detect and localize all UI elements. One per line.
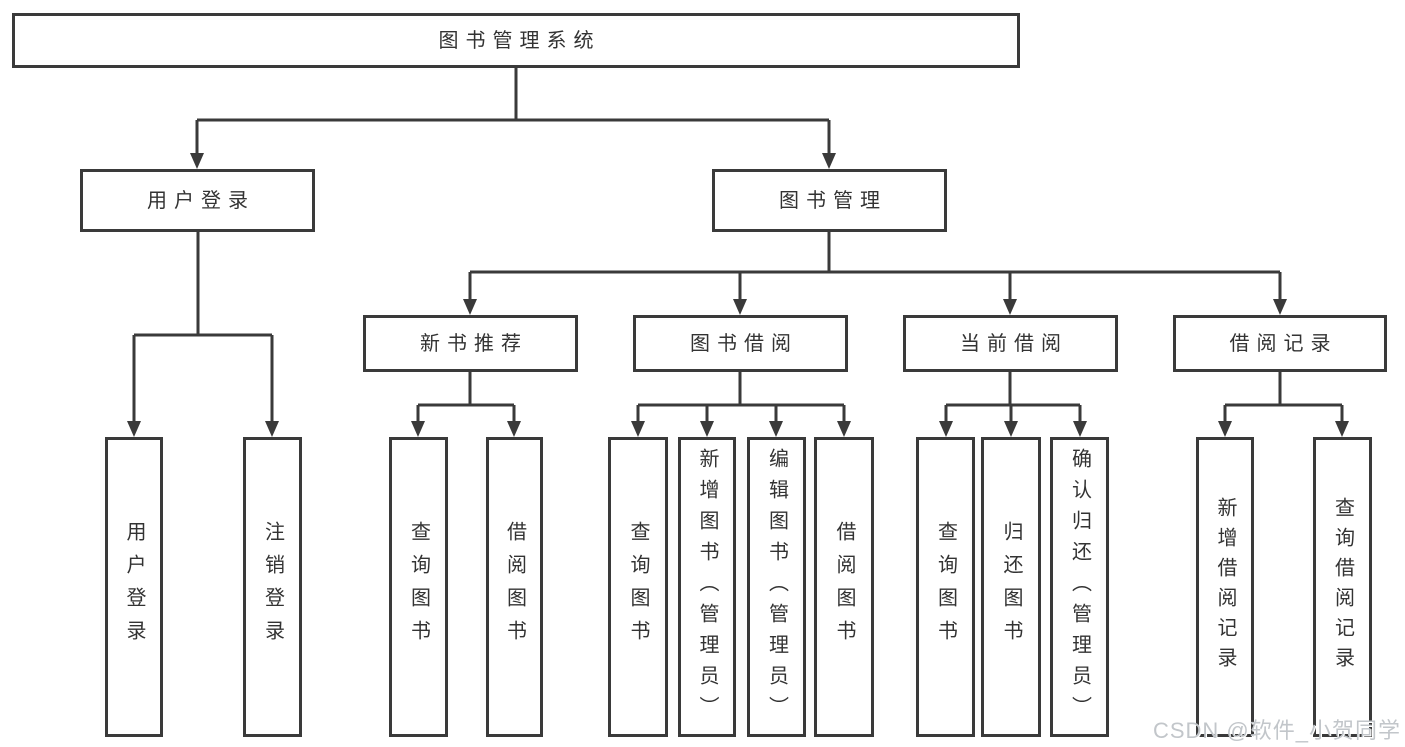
node-current-borrowing: 当前借阅 — [903, 315, 1118, 372]
node-label: 查询图书 — [934, 521, 957, 653]
node-add-books-admin: 新增图书（管理员） — [678, 437, 736, 737]
node-label: 借阅记录 — [1229, 332, 1338, 355]
node-label: 新增图书（管理员） — [696, 447, 718, 727]
node-logout: 注销登录 — [243, 437, 302, 737]
node-label: 查询图书 — [407, 521, 430, 653]
node-library-management-system: 图书管理系统 — [12, 13, 1020, 68]
node-book-management: 图书管理 — [712, 169, 947, 232]
node-borrowing-records: 借阅记录 — [1173, 315, 1387, 372]
node-label: 当前借阅 — [960, 332, 1068, 355]
node-label: 借阅图书 — [833, 521, 855, 653]
arrowheads — [127, 153, 1349, 437]
node-label: 图书借阅 — [690, 332, 798, 355]
node-label: 用户登录 — [123, 521, 145, 653]
node-confirm-return-admin: 确认归还（管理员） — [1050, 437, 1109, 737]
node-book-borrowing: 图书借阅 — [633, 315, 848, 372]
node-borrow-books: 借阅图书 — [486, 437, 543, 737]
node-borrow-books: 借阅图书 — [814, 437, 874, 737]
node-add-borrow-record: 新增借阅记录 — [1196, 437, 1254, 737]
node-query-books: 查询图书 — [389, 437, 448, 737]
node-query-books: 查询图书 — [608, 437, 668, 737]
node-new-book-recommendation: 新书推荐 — [363, 315, 578, 372]
node-edit-books-admin: 编辑图书（管理员） — [747, 437, 806, 737]
csdn-watermark: CSDN @软件_小贺同学 — [1152, 718, 1401, 743]
node-label: 图书管理 — [779, 189, 887, 212]
node-label: 新增借阅记录 — [1214, 497, 1236, 677]
node-label: 查询图书 — [627, 521, 649, 653]
node-label: 确认归还（管理员） — [1068, 447, 1091, 727]
node-user-login-leaf: 用户登录 — [105, 437, 163, 737]
node-label: 编辑图书（管理员） — [765, 447, 788, 727]
node-query-borrow-record: 查询借阅记录 — [1313, 437, 1372, 737]
node-label: 归还图书 — [1000, 521, 1022, 653]
node-return-books: 归还图书 — [981, 437, 1041, 737]
node-label: 借阅图书 — [503, 521, 526, 653]
node-label: 查询借阅记录 — [1331, 497, 1354, 677]
node-label: 新书推荐 — [420, 332, 528, 355]
node-label: 图书管理系统 — [438, 29, 601, 52]
node-query-books: 查询图书 — [916, 437, 975, 737]
node-label: 用户登录 — [147, 189, 255, 212]
node-label: 注销登录 — [261, 521, 284, 653]
node-user-login: 用户登录 — [80, 169, 315, 232]
